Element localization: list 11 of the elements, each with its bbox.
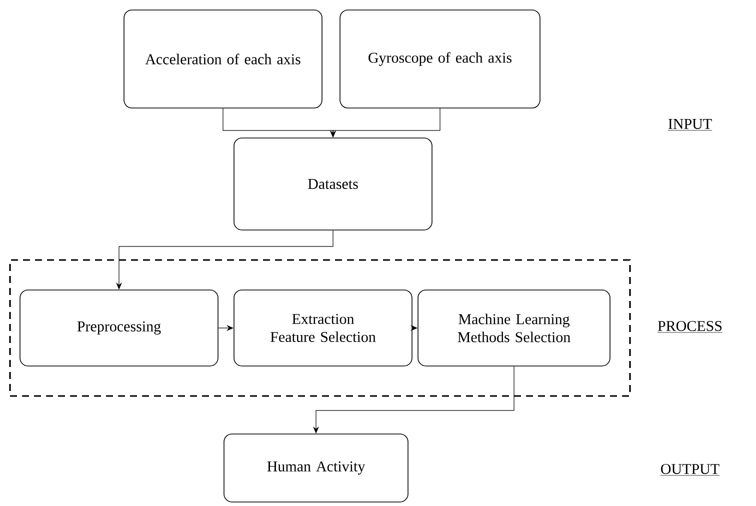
dashed-group-box <box>9 259 631 397</box>
section-label: PROCESS <box>657 320 723 333</box>
process-box: Preprocessing <box>20 290 218 366</box>
process-box: Datasets <box>234 138 432 230</box>
process-box: Gyroscope of each axis <box>340 10 540 108</box>
process-box: Machine Learning Methods Selection <box>418 290 610 366</box>
process-box: Human Activity <box>224 434 408 502</box>
section-label: OUTPUT <box>660 464 720 476</box>
process-box: Acceleration of each axis <box>124 10 322 108</box>
section-label: INPUT <box>668 119 712 131</box>
process-box: Extraction Feature Selection <box>234 290 412 366</box>
